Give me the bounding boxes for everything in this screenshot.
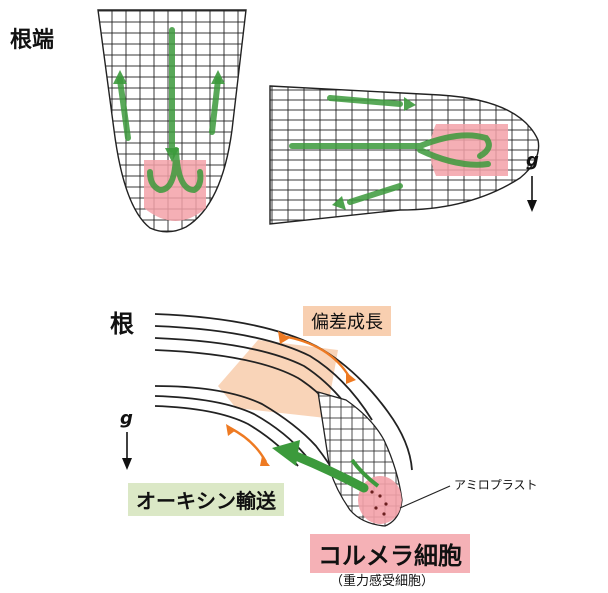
vertical-arrowheads (113, 70, 225, 162)
vertical-columella-cells (144, 160, 206, 221)
differential-growth-label: 偏差成長 (303, 306, 391, 336)
horizontal-auxin-arrows (289, 95, 492, 205)
bending-columella-cells (358, 476, 402, 524)
horizontal-arrowheads (332, 97, 416, 210)
auxin-transport-arrow (272, 440, 380, 493)
horizontal-columella-cells (430, 124, 508, 176)
horizontal-root-tip (269, 85, 540, 225)
auxin-transport-label: オーキシン輸送 (128, 483, 284, 516)
gravity-label-bottom: g (120, 408, 133, 429)
amyloplast-label: アミロプラスト (454, 478, 538, 492)
gravity-label-top: g (526, 150, 539, 171)
columella-cell-label: コルメラ細胞 (310, 534, 470, 573)
bending-root (122, 313, 451, 527)
gravity-sensing-cell-label: （重力感受細胞） (330, 574, 435, 589)
vertical-auxin-arrows (117, 27, 221, 194)
amyloplast-pointer (399, 485, 451, 509)
vertical-root-tip (97, 9, 247, 233)
root-tip-label: 根端 (10, 28, 55, 53)
root-label: 根 (110, 310, 134, 338)
